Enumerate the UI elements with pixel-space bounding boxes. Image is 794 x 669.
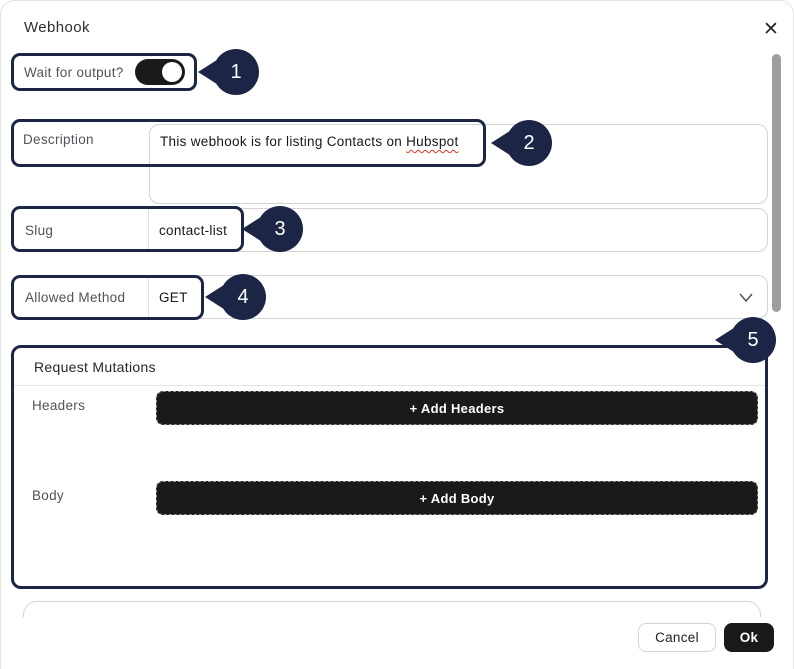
allowed-method-row[interactable]: Allowed Method GET [11,275,768,319]
slug-input[interactable]: contact-list [149,223,767,238]
marker-number: 3 [257,206,303,252]
marker-number: 2 [506,120,552,166]
add-body-button[interactable]: + Add Body [156,481,758,515]
close-icon[interactable]: ✕ [763,18,779,40]
slug-value: contact-list [159,222,228,238]
allowed-method-label: Allowed Method [25,289,126,305]
ok-button[interactable]: Ok [724,623,774,652]
annotation-marker-3: 3 [239,206,305,252]
headers-label: Headers [32,398,86,413]
allowed-method-value: GET [159,289,188,305]
wait-for-output-row: Wait for output? [11,53,197,91]
dialog-title: Webhook [24,19,90,36]
marker-number: 4 [220,274,266,320]
wait-for-output-label: Wait for output? [24,64,124,80]
dialog-footer: Cancel Ok [1,617,793,669]
cancel-button[interactable]: Cancel [638,623,716,652]
slug-label: Slug [25,222,54,238]
description-misspelled-word: Hubspot [406,134,459,149]
marker-number: 1 [213,49,259,95]
annotation-marker-2: 2 [488,120,554,166]
body-label: Body [32,488,64,503]
annotation-marker-4: 4 [202,274,268,320]
toggle-knob [162,62,182,82]
request-mutations-title: Request Mutations [34,359,156,375]
annotation-marker-5: 5 [712,317,778,363]
description-textarea[interactable]: This webhook is for listing Contacts on … [149,124,768,204]
allowed-method-select[interactable]: GET [149,290,767,305]
wait-for-output-toggle[interactable] [135,59,185,85]
chevron-down-icon[interactable] [739,293,753,302]
divider [14,385,765,386]
add-headers-button[interactable]: + Add Headers [156,391,758,425]
slug-row: Slug contact-list [11,208,768,252]
marker-number: 5 [730,317,776,363]
description-text: This webhook is for listing Contacts on [160,134,407,149]
description-label: Description [23,132,94,147]
request-mutations-section: Request Mutations Headers + Add Headers … [11,345,768,589]
vertical-scrollbar-thumb[interactable] [772,54,781,312]
annotation-marker-1: 1 [195,49,261,95]
